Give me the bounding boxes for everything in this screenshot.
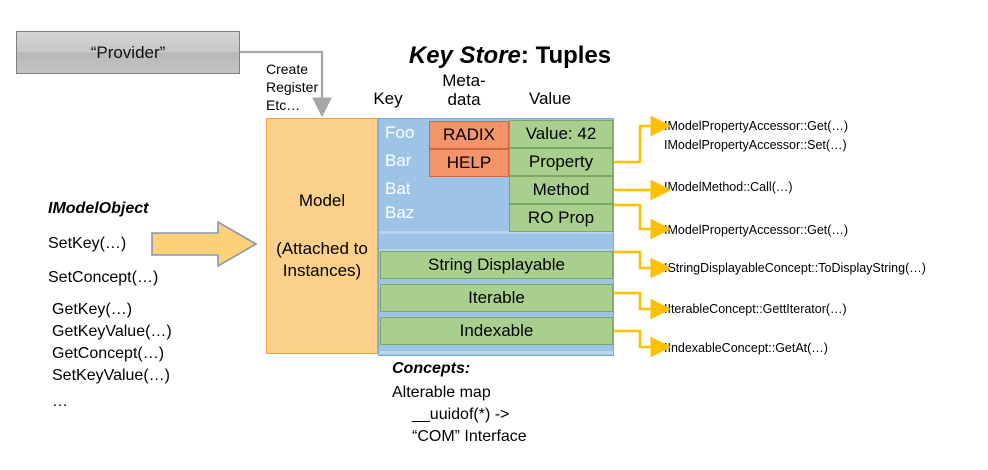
table-stripe: [379, 351, 613, 354]
concept-connector-stringdisplayable: [614, 250, 672, 279]
annotation-imodelmethod-call: IModelMethod::Call(…): [664, 180, 793, 194]
concepts-line: __uuidof(*) ->: [412, 406, 510, 423]
key-label-bar: Bar: [385, 151, 412, 170]
column-header-key: Key: [373, 89, 403, 108]
key-label-bat: Bat: [385, 179, 411, 198]
value-cell-1: Property: [509, 148, 613, 176]
imodelobject-to-model-arrow: [151, 220, 258, 268]
imodelobject-method: GetKey(…): [52, 301, 133, 318]
provider-box: “Provider”: [16, 31, 240, 74]
create-register-label: Create Register Etc…: [266, 61, 319, 113]
imodelobject-method: SetConcept(…): [48, 269, 159, 286]
value-cell-3: RO Prop: [509, 204, 613, 232]
concept-row-indexable: Indexable: [380, 317, 613, 345]
key-label-foo: Foo: [385, 123, 415, 142]
model-box: Model (Attached to Instances): [266, 118, 378, 354]
annotation-imodelpropertyaccessor-get-2: IModelPropertyAccessor::Get(…): [664, 223, 849, 237]
value-connector-get2: [614, 203, 672, 240]
imodelobject-method: SetKey(…): [48, 235, 127, 252]
concept-connector-iterable: [614, 291, 672, 320]
imodelobject-method: GetKeyValue(…): [52, 323, 172, 340]
value-connector-get: [614, 115, 672, 164]
concept-row-string-displayable: String Displayable: [380, 251, 613, 279]
concepts-line: “COM” Interface: [412, 428, 527, 445]
table-stripe: [379, 231, 613, 234]
title-rest: : Tuples: [520, 42, 612, 69]
concepts-line: Alterable map: [392, 384, 491, 401]
imodelobject-method: SetKeyValue(…): [52, 367, 170, 384]
concept-connector-indexable: [614, 329, 672, 358]
page-title: Key Store: Tuples: [380, 42, 640, 70]
title-emphasis: Key Store: [408, 42, 521, 69]
model-box-title: Model: [298, 191, 346, 210]
concept-row-iterable: Iterable: [380, 284, 613, 312]
value-cell-0: Value: 42: [509, 120, 613, 148]
annotation-imodelpropertyaccessor-get: IModelPropertyAccessor::Get(…): [664, 119, 849, 133]
annotation-iindexableconcept: IIndexableConcept::GetAt(…): [664, 341, 828, 355]
column-header-metadata: Meta- data: [442, 71, 486, 109]
metadata-cell-help: HELP: [429, 149, 509, 177]
imodelobject-heading: IModelObject: [48, 200, 149, 217]
key-label-baz: Baz: [385, 203, 415, 222]
imodelobject-method: GetConcept(…): [52, 345, 165, 362]
imodelobject-method: …: [52, 393, 68, 410]
annotation-iiterableconcept: IIterableConcept::GettIterator(…): [664, 302, 847, 316]
provider-label: “Provider”: [90, 42, 166, 62]
column-header-value: Value: [528, 89, 572, 108]
metadata-cell-radix: RADIX: [429, 121, 509, 149]
table-stripe: [379, 249, 613, 252]
concepts-heading: Concepts:: [392, 360, 471, 377]
value-cell-2: Method: [509, 176, 613, 204]
annotation-imodelpropertyaccessor-set: IModelPropertyAccessor::Set(…): [664, 138, 847, 152]
annotation-istringdisplayableconcept: IStringDisplayableConcept::ToDisplayStri…: [664, 261, 926, 275]
model-box-subtitle: (Attached to Instances): [276, 239, 368, 280]
